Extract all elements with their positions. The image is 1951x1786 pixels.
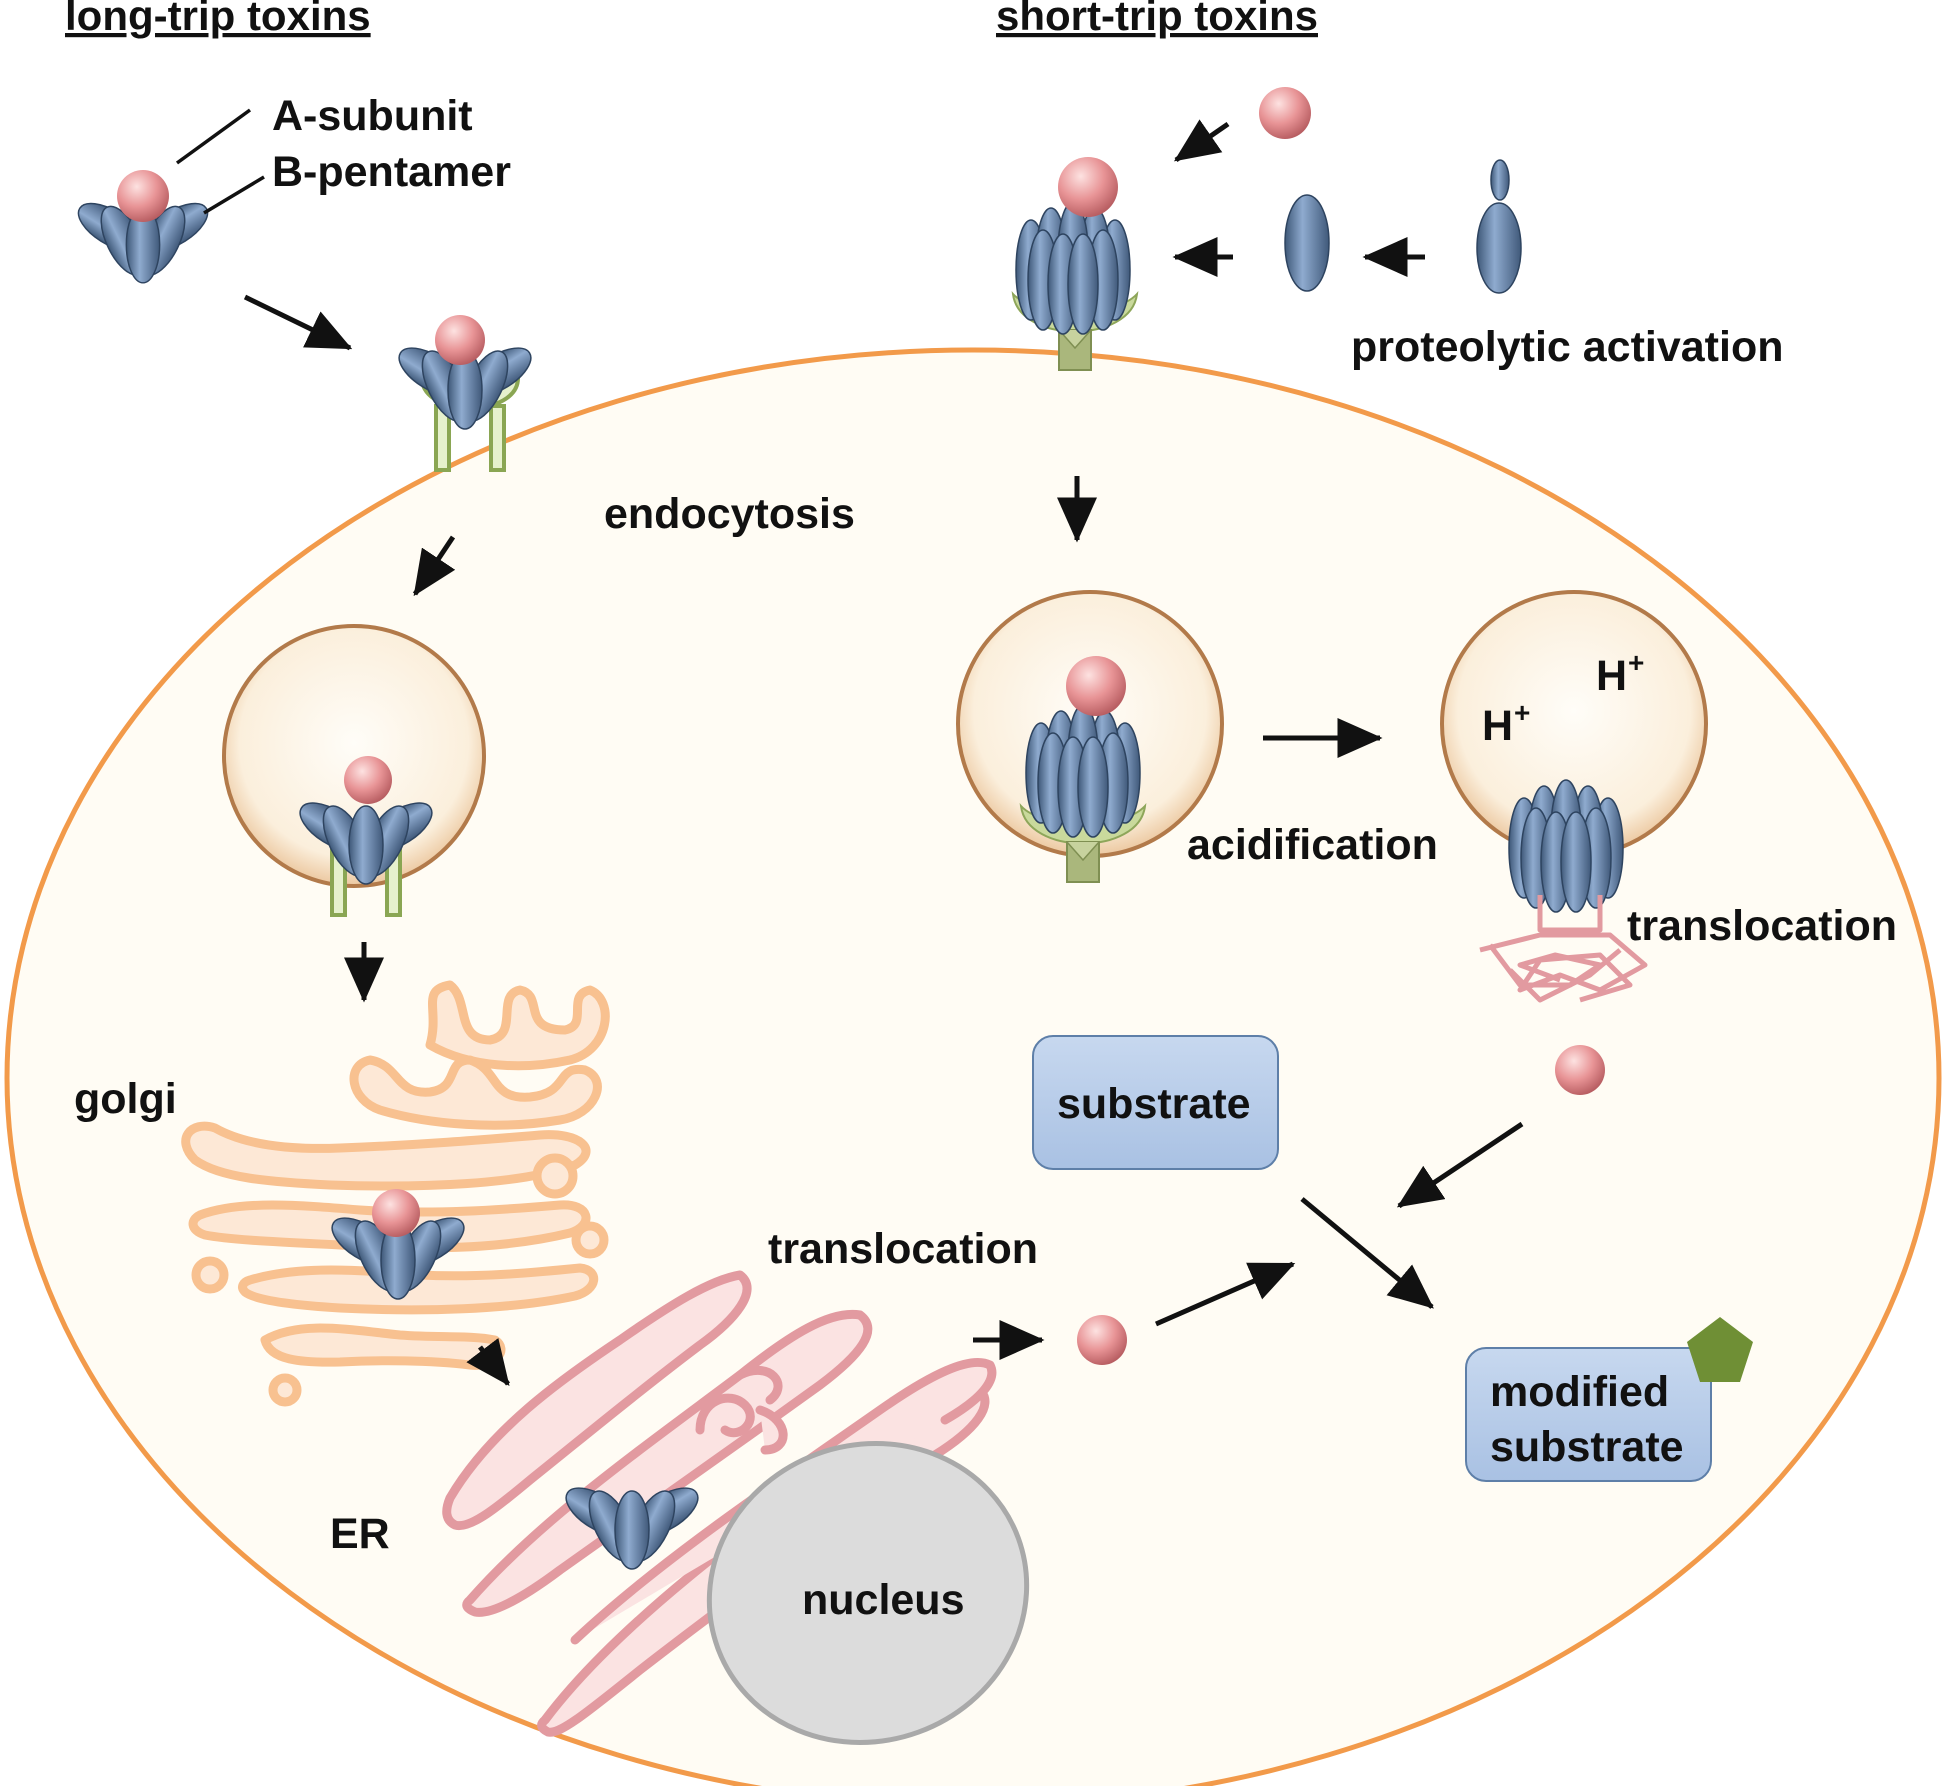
modified-substrate-label-line1: modified <box>1490 1368 1669 1416</box>
nucleus-label: nucleus <box>802 1576 965 1624</box>
b-pentamer-label: B-pentamer <box>272 148 511 196</box>
translocation-endosome-label: translocation <box>1627 902 1897 950</box>
arrow-binding <box>243 294 353 351</box>
a-subunit-sphere <box>344 756 392 804</box>
endosome-acidified: H + H + <box>1440 590 1708 913</box>
substrate-box: substrate <box>1032 1035 1279 1170</box>
proton-2: H + <box>1482 697 1530 750</box>
proteolytic-activation-label: proteolytic activation <box>1351 323 1783 371</box>
b-pentamer-pointer <box>203 175 265 215</box>
endocytosis-label: endocytosis <box>604 490 855 538</box>
toxin-bound-receptor-short-trip <box>1012 157 1138 371</box>
toxin-in-golgi <box>323 1189 473 1300</box>
header-long-trip-toxins: long-trip toxins <box>65 0 371 39</box>
nucleus: nucleus <box>706 1441 1030 1745</box>
endosome-short-trip <box>956 590 1224 883</box>
free-a-subunit <box>1259 87 1311 139</box>
translocation-er-label: translocation <box>768 1225 1038 1273</box>
arrow-to-endosome-long <box>412 535 456 597</box>
a-subunit-sphere <box>1066 656 1126 716</box>
a-subunit-sphere <box>1058 157 1118 217</box>
a-subunit-sphere <box>435 315 485 365</box>
arrow-a-subunit-association <box>1173 119 1230 163</box>
er-label: ER <box>330 1510 390 1558</box>
released-a-subunit-long-trip <box>1077 1315 1127 1365</box>
b-subunit-precursor <box>1476 159 1522 294</box>
arrow-a-subunit-to-substrate <box>1154 1261 1296 1327</box>
unfolded-a-subunit <box>1479 895 1648 1003</box>
arrow-short-trip-to-substrate <box>1396 1121 1524 1209</box>
a-subunit-pointer <box>175 108 252 165</box>
svg-text:+: + <box>1628 647 1644 678</box>
released-a-subunit-short-trip <box>1555 1045 1605 1095</box>
modification-pentagon-icon <box>1687 1317 1753 1382</box>
arrow-substrate-modification <box>1300 1197 1434 1309</box>
a-subunit-sphere <box>117 170 169 222</box>
a-subunit-sphere <box>372 1189 420 1237</box>
endosome-long-trip <box>222 624 486 917</box>
svg-text:H: H <box>1482 702 1513 750</box>
toxin-legend: A-subunit B-pentamer <box>70 92 511 284</box>
modified-substrate-label-line2: substrate <box>1490 1423 1684 1471</box>
toxin-bound-receptor-surface <box>390 315 540 472</box>
arrows <box>243 119 1524 1386</box>
golgi-label: golgi <box>74 1075 177 1123</box>
substrate-label: substrate <box>1057 1080 1251 1128</box>
header-short-trip-toxins: short-trip toxins <box>996 0 1318 39</box>
svg-text:H: H <box>1596 652 1627 700</box>
modified-substrate-box: modified substrate <box>1465 1317 1753 1482</box>
svg-text:+: + <box>1514 697 1530 728</box>
b-subunit-activated <box>1284 194 1330 292</box>
acidification-label: acidification <box>1187 821 1438 869</box>
arrow-golgi-to-er <box>466 1338 510 1386</box>
proton-1: H + <box>1596 647 1644 700</box>
a-subunit-label: A-subunit <box>272 92 473 140</box>
